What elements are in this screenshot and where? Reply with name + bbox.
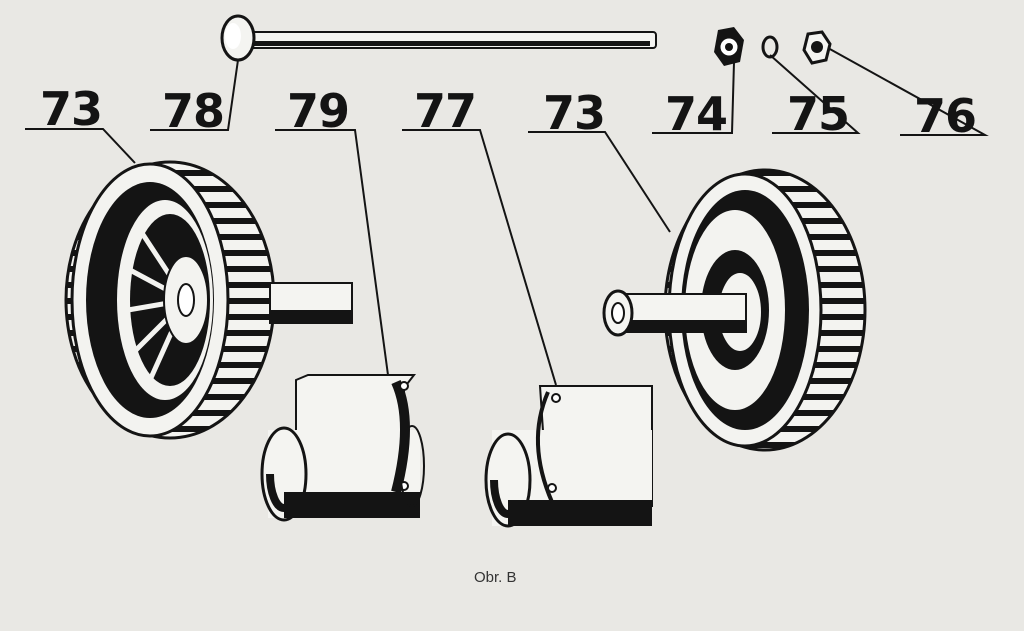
label-75: 75: [787, 87, 850, 141]
flanged-nut-part: [714, 27, 744, 66]
label-77: 77: [414, 84, 477, 138]
label-79: 79: [287, 84, 350, 138]
label-76: 76: [914, 89, 977, 143]
axle-part: [220, 14, 657, 62]
label-78: 78: [162, 84, 225, 138]
right-bracket-part: [484, 385, 653, 528]
nut-part: [802, 30, 832, 65]
right-wheel-part: [602, 168, 867, 452]
label-73-left: 73: [40, 82, 103, 136]
label-73-right: 73: [543, 86, 606, 140]
figure-caption: Obr. B: [474, 569, 517, 586]
left-wheel-part: [64, 160, 353, 440]
leader-lines: [25, 47, 989, 386]
label-74: 74: [665, 87, 728, 141]
washer-part: [761, 35, 779, 59]
left-bracket-part: [260, 374, 425, 522]
